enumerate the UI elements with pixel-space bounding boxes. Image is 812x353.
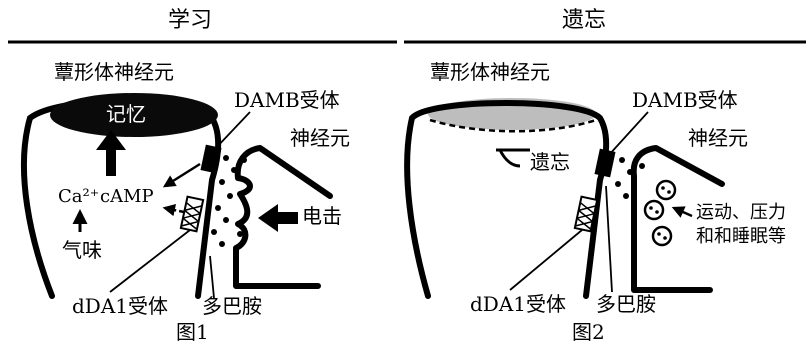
dopamine-leader-1 (209, 255, 215, 299)
memory-up-arrow (96, 130, 126, 176)
mushroom-body-neuron-2 (404, 100, 610, 299)
shock-arrow (258, 204, 298, 232)
panel2-dopamine-label: 多巴胺 (596, 292, 656, 316)
panel2-cell-label: 蕈形体神经元 (430, 60, 550, 84)
dopamine-leader-2 (605, 185, 613, 293)
panel2-caption: 图2 (572, 320, 605, 344)
panel1-damb-label: DAMB受体 (234, 88, 340, 112)
panel1-caption: 图1 (176, 320, 209, 344)
factors-line2: 和和睡眠等 (696, 226, 786, 247)
panel1-dda1-label: dDA1受体 (72, 294, 169, 318)
panel2-title: 遗忘 (562, 8, 607, 33)
dda1-receptor-1 (179, 195, 205, 233)
panel1-cell-label: 蕈形体神经元 (54, 60, 174, 84)
damb-receptor-2 (594, 148, 616, 178)
memory-label: 记忆 (106, 102, 146, 126)
memory-blob (50, 93, 218, 137)
factors-arrow (671, 206, 693, 218)
panel1-neuron-label: 神经元 (290, 126, 350, 150)
vesicles-2 (643, 179, 677, 247)
dopamine-dots-1 (211, 155, 247, 247)
vesicle-dots-2 (649, 186, 671, 240)
dda1-arrow-1 (162, 203, 185, 217)
shock-label: 电击 (302, 204, 342, 228)
presynaptic-neuron-1 (233, 145, 333, 289)
dda1-leader-2 (509, 229, 583, 291)
camp-label: cAMP (100, 186, 154, 207)
panel2-neuron-label: 神经元 (688, 126, 748, 150)
calcium-label: Ca²⁺ (58, 186, 100, 207)
factors-line1: 运动、压力 (696, 202, 786, 223)
dopamine-dots-2 (615, 157, 645, 199)
panel2-dda1-label: dDA1受体 (470, 292, 567, 316)
forget-inhibit-bar (496, 148, 530, 168)
presynaptic-neuron-2 (630, 145, 725, 293)
damb-arrow-1 (162, 162, 201, 188)
dda1-leader-1 (109, 229, 191, 293)
damb-leader-1 (213, 111, 251, 151)
forget-label: 遗忘 (530, 150, 570, 174)
panel1-dopamine-label: 多巴胺 (202, 294, 262, 318)
panel1-title: 学习 (168, 8, 213, 33)
memory-dashed-edge (429, 118, 597, 133)
odor-label: 气味 (62, 238, 102, 262)
damb-leader-2 (607, 111, 649, 157)
panel2-damb-label: DAMB受体 (632, 88, 738, 112)
dda1-receptor-2 (573, 195, 599, 233)
damb-receptor-1 (200, 144, 222, 174)
